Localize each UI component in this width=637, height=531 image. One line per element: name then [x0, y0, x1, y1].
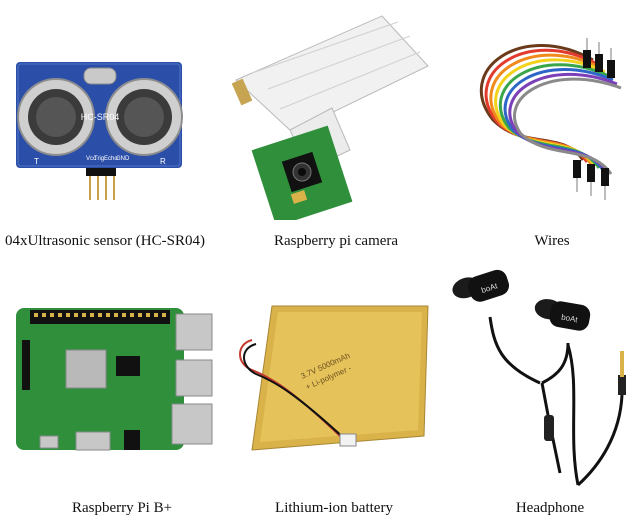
earphone-brand-right: boAt	[561, 313, 580, 325]
sensor-pin-label-echo: Echo	[104, 156, 118, 162]
caption-ultrasonic-sensor: 04xUltrasonic sensor (HC-SR04)	[5, 233, 205, 249]
sensor-pin-label-vcc: Vcc	[86, 156, 96, 162]
caption-wires: Wires	[534, 233, 570, 249]
caption-raspberry-pi-camera: Raspberry pi camera	[273, 233, 399, 249]
ultrasonic-sensor-image: HC-SR04 Vcc Trig Echo GND T R	[14, 62, 186, 202]
jumper-wires-image	[463, 30, 631, 205]
sensor-side-label-t: T	[34, 157, 39, 166]
earphones-image: boAt boAt	[450, 265, 635, 490]
sensor-board-label: HC-SR04	[81, 112, 120, 122]
sensor-side-label-r: R	[160, 157, 166, 166]
raspberry-pi-camera-image	[232, 10, 432, 220]
caption-raspberry-pi-b-plus: Raspberry Pi B+	[71, 500, 173, 516]
sensor-pin-label-trig: Trig	[94, 156, 104, 162]
caption-headphone: Headphone	[515, 500, 585, 516]
sensor-pin-label-gnd: GND	[116, 156, 130, 162]
raspberry-pi-board-image	[16, 300, 216, 455]
lipo-battery-image: 3.7V 5000mAh + Li-polymer -	[232, 300, 432, 460]
caption-lithium-ion-battery: Lithium-ion battery	[275, 500, 393, 516]
